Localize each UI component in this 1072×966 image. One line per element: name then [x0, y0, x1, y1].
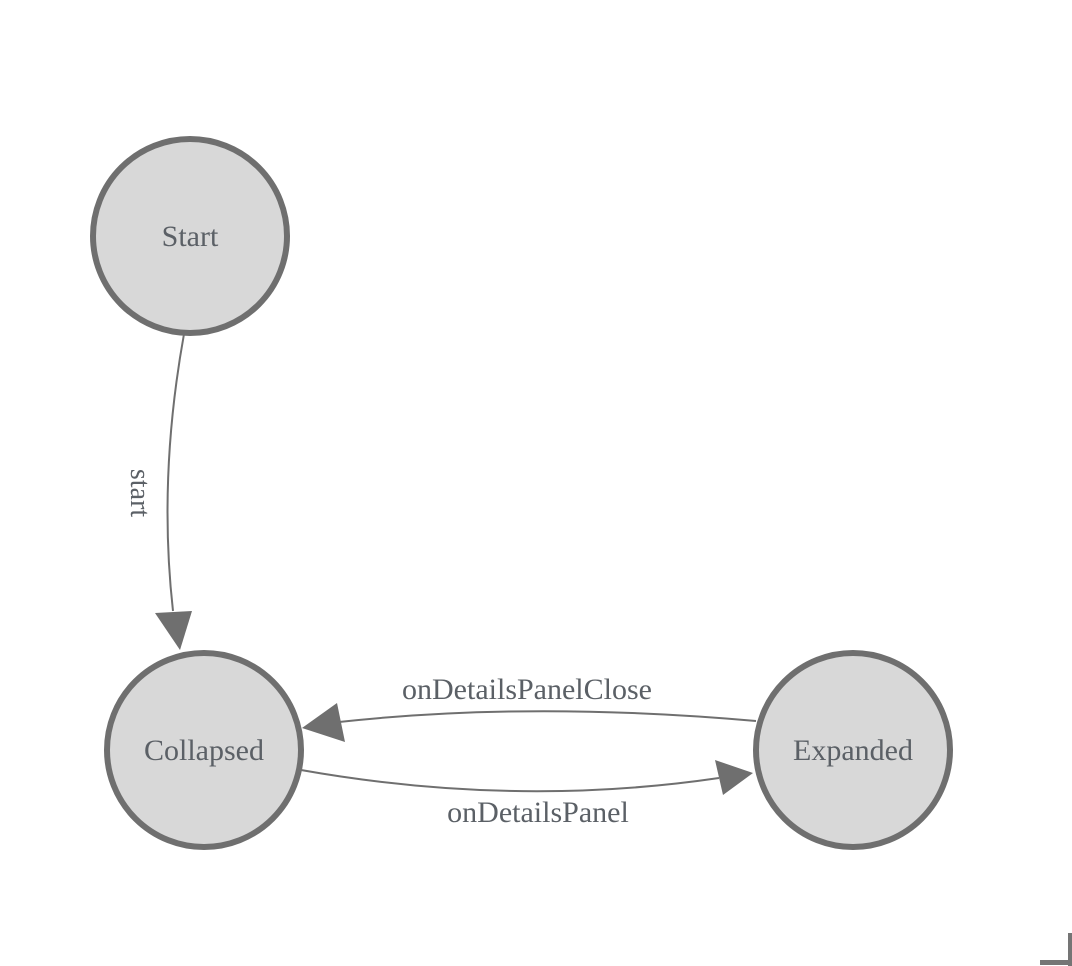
- state-node-collapsed[interactable]: [104, 650, 304, 850]
- transition-label-ondetailspanel: onDetailsPanel: [447, 796, 629, 829]
- transition-label-start: start: [124, 469, 155, 517]
- scrollbar-vertical-thumb[interactable]: [1068, 933, 1072, 966]
- state-label-collapsed: Collapsed: [144, 734, 264, 767]
- state-node-expanded[interactable]: [753, 650, 953, 850]
- state-node-start[interactable]: [90, 136, 290, 336]
- transition-label-ondetailspanelclose: onDetailsPanelClose: [402, 673, 652, 706]
- transition-edge-start: [166, 333, 185, 612]
- state-label-expanded: Expanded: [793, 734, 913, 767]
- arrowhead-start-to-collapsed: [155, 611, 192, 650]
- arrowhead-collapsed-to-expanded: [715, 760, 753, 795]
- state-label-start: Start: [162, 220, 219, 253]
- arrowhead-expanded-to-collapsed: [302, 703, 345, 742]
- transition-edge-ondetailspanelclose: [338, 710, 757, 723]
- transition-edge-ondetailspanel: [300, 769, 720, 793]
- scrollbar-horizontal-thumb[interactable]: [1040, 960, 1072, 965]
